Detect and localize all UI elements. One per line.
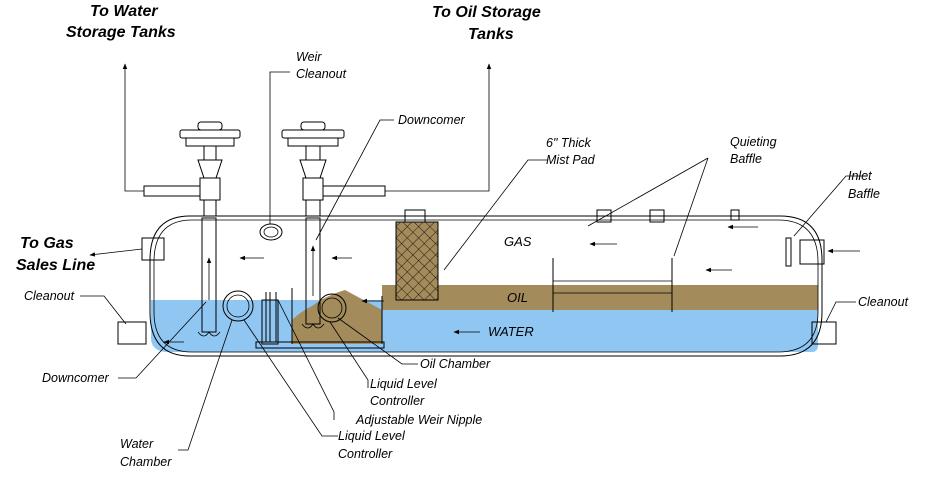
oil-downcomer — [301, 217, 325, 329]
label-downcomer-top: Downcomer — [398, 113, 466, 127]
label-inlet-2: Baffle — [848, 187, 880, 201]
water-level-float — [222, 290, 254, 322]
label-gas: GAS — [504, 234, 532, 249]
oil-dump-valve — [281, 121, 345, 217]
label-downcomer-left: Downcomer — [42, 371, 110, 385]
label-llc-lower-2: Controller — [338, 447, 393, 461]
oil-chamber-structure — [255, 288, 385, 349]
inlet-nozzle — [799, 239, 825, 265]
label-oil: OIL — [507, 290, 528, 305]
quieting-baffles — [552, 258, 673, 312]
left-downcomer — [197, 217, 221, 337]
water-dump-valve — [179, 121, 241, 217]
right-cleanout-nozzle — [811, 321, 837, 345]
inlet-baffle — [785, 237, 792, 267]
label-to-water-1: To Water — [90, 3, 158, 20]
label-weir-cleanout-1: Weir — [296, 50, 322, 64]
label-adjustable-weir: Adjustable Weir Nipple — [355, 413, 482, 427]
label-oil-chamber: Oil Chamber — [420, 357, 491, 371]
outlet-piping — [122, 63, 492, 197]
top-nozzles — [404, 209, 740, 223]
label-to-gas-2: Sales Line — [16, 257, 95, 274]
label-mist-pad-2: Mist Pad — [546, 153, 596, 167]
label-to-gas-1: To Gas — [20, 235, 74, 252]
label-to-oil-1: To Oil Storage — [432, 4, 541, 21]
label-water-chamber-2: Chamber — [120, 455, 172, 469]
oil-layer — [382, 285, 818, 310]
label-quieting-1: Quieting — [730, 135, 777, 149]
label-water-chamber-1: Water — [120, 437, 154, 451]
left-cleanout-nozzle — [117, 321, 147, 345]
separator-vessel — [149, 215, 823, 357]
label-weir-cleanout-2: Cleanout — [296, 67, 347, 81]
flow-arrows — [89, 224, 860, 345]
label-llc-lower-1: Liquid Level — [338, 429, 406, 443]
gas-outlet-nozzle — [141, 237, 165, 261]
label-quieting-2: Baffle — [730, 152, 762, 166]
oil-level-float — [317, 293, 347, 323]
weir-cleanout-port — [259, 223, 283, 241]
label-llc-upper-1: Liquid Level — [370, 377, 438, 391]
label-llc-upper-2: Controller — [370, 394, 425, 408]
label-to-water-2: Storage Tanks — [66, 24, 176, 41]
label-water: WATER — [488, 324, 534, 339]
label-inlet-1: Inlet — [848, 169, 872, 183]
label-cleanout-left: Cleanout — [24, 289, 75, 303]
label-mist-pad-1: 6" Thick — [546, 136, 591, 150]
label-cleanout-right: Cleanout — [858, 295, 909, 309]
label-to-oil-2: Tanks — [468, 26, 514, 43]
leader-lines — [80, 71, 866, 451]
